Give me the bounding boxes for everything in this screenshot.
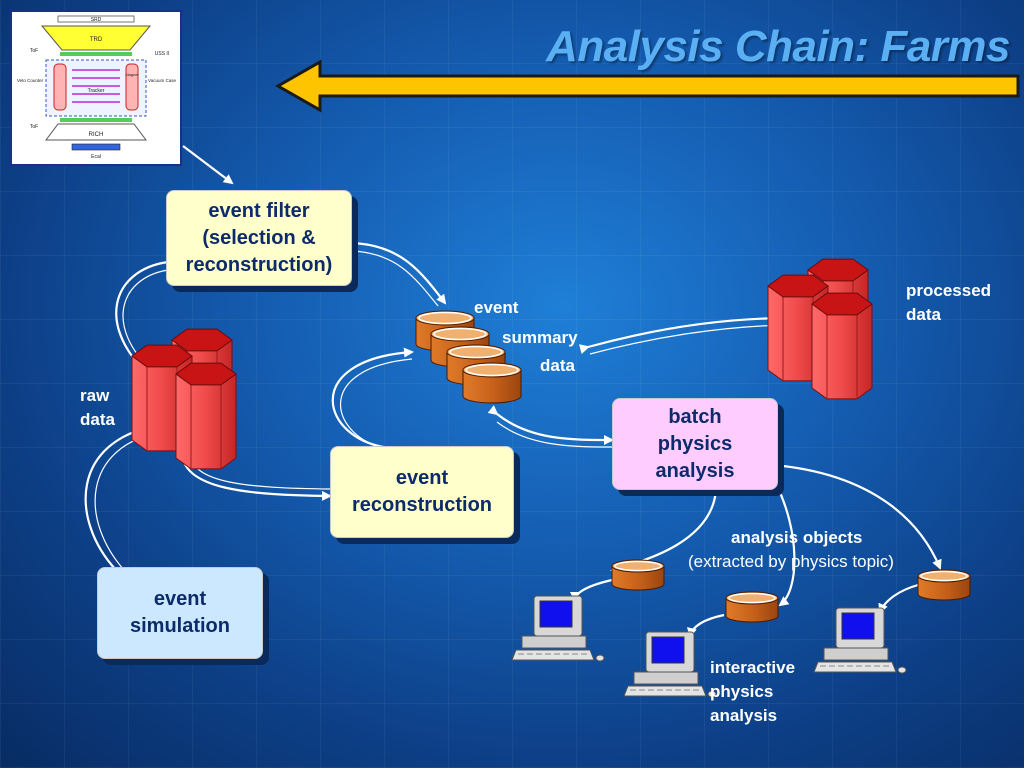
analysis-objects-label: analysis objects — [731, 528, 863, 547]
arrow-simulation-to-raw — [84, 421, 162, 571]
esd-event-label: event — [474, 298, 519, 317]
processed-data-label: processed data — [906, 281, 992, 324]
detector-label-tof-top: ToF — [30, 48, 38, 54]
processed-data-storage — [767, 258, 873, 400]
computer-1 — [511, 595, 605, 662]
event-reconstruction-label: event reconstruction — [351, 467, 493, 516]
computers — [511, 595, 907, 698]
detector-label-vacuum: Vacuum Case — [148, 78, 176, 83]
arrow-esd-to-batch — [487, 405, 614, 445]
arrow-batch-to-object2 — [774, 481, 796, 607]
esd-disk-4 — [462, 362, 522, 404]
event-reconstruction-box[interactable]: event reconstruction — [330, 446, 514, 538]
computer-3 — [813, 607, 907, 674]
raw-data-storage — [131, 328, 237, 470]
detector-label-magnet: Magnet — [125, 72, 139, 77]
object-disk-3 — [917, 569, 971, 601]
hex-prism — [811, 292, 873, 400]
arrow-reconstruction-to-esd — [331, 347, 414, 450]
detector-label-srd: SRD — [91, 17, 102, 23]
event-simulation-label: event simulation — [129, 588, 230, 637]
esd-summary-label: summary — [502, 328, 578, 347]
detector-label-tof-bottom: ToF — [30, 124, 38, 130]
computer-2 — [623, 631, 717, 698]
hex-prism — [175, 362, 237, 470]
detector-label-uss: USS II — [155, 51, 169, 57]
analysis-object-disks — [611, 559, 971, 623]
arrow-detector-to-filter — [182, 145, 234, 185]
esd-disk-stack — [415, 310, 522, 404]
back-arrow[interactable] — [274, 59, 1020, 113]
detector-label-trd: TRD — [90, 37, 103, 43]
detector-thumbnail[interactable]: SRD TRD USS II ToF Tracker Veto Counter … — [10, 10, 182, 166]
esd-data-label: data — [540, 356, 575, 375]
arrow-batch-to-object3 — [759, 462, 942, 570]
slide-title: Analysis Chain: Farms — [546, 22, 1010, 71]
object-disk-2 — [725, 591, 779, 623]
arrow-esd-to-processed — [578, 313, 792, 354]
raw-data-label: raw data — [80, 386, 115, 429]
detector-label-ecal: Ecal — [91, 154, 101, 160]
object-disk-1 — [611, 559, 665, 591]
arrow-object2-to-pc2 — [687, 613, 725, 638]
event-filter-box[interactable]: event filter (selection & reconstruction… — [166, 190, 352, 286]
arrow-object3-to-pc3 — [878, 583, 919, 614]
detector-label-tracker: Tracker — [88, 88, 105, 94]
batch-analysis-label: batch physics analysis — [655, 405, 735, 482]
arrow-filter-to-esd — [351, 241, 447, 305]
detector-label-veto: Veto Counter — [17, 78, 44, 83]
detector-label-rich: RICH — [89, 132, 104, 138]
interactive-analysis-label: interactive physics analysis — [710, 658, 796, 725]
batch-analysis-box[interactable]: batch physics analysis — [612, 398, 778, 490]
analysis-objects-sublabel: (extracted by physics topic) — [688, 552, 894, 571]
event-filter-label: event filter (selection & reconstruction… — [185, 199, 333, 276]
event-simulation-box[interactable]: event simulation — [97, 567, 263, 659]
